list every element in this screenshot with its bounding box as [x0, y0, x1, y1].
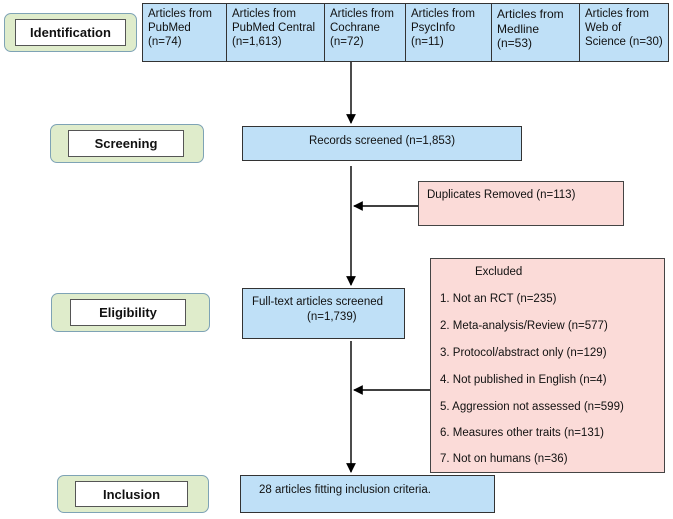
eligibility-label: Eligibility: [70, 299, 186, 326]
excluded-item: 3. Protocol/abstract only (n=129): [440, 347, 607, 359]
source-line: Medline: [497, 21, 540, 36]
source-web-of-science: Articles from Web of Science (n=30): [579, 3, 669, 62]
source-count: (n=74): [148, 36, 182, 48]
source-count: (n=11): [411, 36, 444, 48]
source-count: (n=72): [330, 36, 364, 48]
source-line: Web of: [585, 22, 622, 34]
source-line: Articles from: [411, 8, 475, 20]
records-screened-text: Records screened (n=1,853): [308, 135, 456, 147]
excluded-item: 4. Not published in English (n=4): [440, 374, 607, 386]
screening-label: Screening: [68, 130, 184, 157]
included-text: 28 articles fitting inclusion criteria.: [259, 484, 431, 496]
excluded-box: Excluded 1. Not an RCT (n=235) 2. Meta-a…: [430, 258, 665, 473]
excluded-item: 6. Measures other traits (n=131): [440, 427, 604, 439]
source-line: PubMed Central: [232, 22, 316, 34]
inclusion-label: Inclusion: [75, 481, 188, 507]
excluded-item: 5. Aggression not assessed (n=599): [440, 401, 624, 413]
source-line: Cochrane: [330, 22, 380, 34]
included-box: 28 articles fitting inclusion criteria.: [240, 475, 495, 513]
source-line: Articles from: [497, 7, 564, 21]
source-psycinfo: Articles from PsycInfo (n=11): [405, 3, 492, 62]
fulltext-screened-text: Full-text articles screened: [252, 296, 384, 308]
fulltext-screened-count: (n=1,739): [307, 311, 357, 323]
screening-stage: Screening: [50, 124, 204, 163]
excluded-item: 2. Meta-analysis/Review (n=577): [440, 320, 608, 332]
excluded-item: 1. Not an RCT (n=235): [440, 293, 557, 305]
source-pubmed-central: Articles from PubMed Central (n=1,613): [226, 3, 325, 62]
duplicates-removed-box: Duplicates Removed (n=113): [418, 181, 624, 226]
records-screened-box: Records screened (n=1,853): [242, 126, 522, 161]
duplicates-removed-text: Duplicates Removed (n=113): [427, 189, 576, 201]
identification-stage: Identification: [4, 13, 137, 52]
source-count: (n=53): [497, 36, 533, 50]
eligibility-stage: Eligibility: [51, 293, 210, 332]
excluded-item: 7. Not on humans (n=36): [440, 453, 568, 465]
source-count: (n=1,613): [232, 36, 282, 48]
identification-label: Identification: [15, 19, 126, 46]
inclusion-stage: Inclusion: [57, 475, 209, 513]
excluded-title: Excluded: [475, 266, 523, 278]
source-line: PsycInfo: [411, 22, 456, 34]
source-line: Articles from: [148, 8, 212, 20]
source-line: Articles from: [330, 8, 394, 20]
source-line: Articles from: [232, 8, 296, 20]
source-count: Science (n=30): [585, 36, 663, 48]
source-line: Articles from: [585, 8, 649, 20]
fulltext-screened-box: Full-text articles screened (n=1,739): [242, 288, 405, 339]
source-medline: Articles from Medline (n=53): [491, 3, 580, 62]
source-cochrane: Articles from Cochrane (n=72): [324, 3, 406, 62]
source-line: PubMed: [148, 22, 191, 34]
